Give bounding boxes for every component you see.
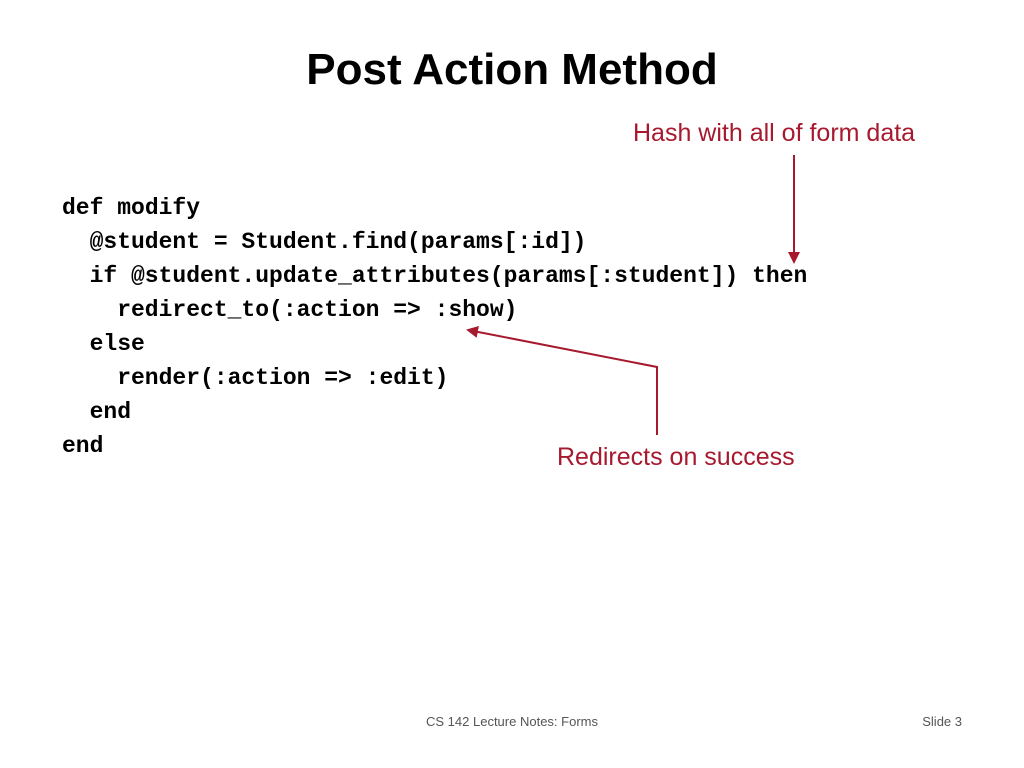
code-text: end (89, 399, 132, 425)
footer-slide-number: Slide 3 (922, 714, 962, 729)
code-text: end (62, 433, 104, 459)
code-line: end (62, 395, 807, 429)
slide-title: Post Action Method (306, 45, 718, 94)
code-text: redirect_to(:action => :show) (117, 297, 518, 323)
code-line: render(:action => :edit) (62, 361, 807, 395)
code-line: @student = Student.find(params[:id]) (62, 225, 807, 259)
code-text: def modify (62, 195, 201, 221)
code-line: def modify (62, 191, 807, 225)
code-block: def modify @student = Student.find(param… (62, 191, 807, 463)
code-text: else (89, 331, 145, 357)
annotation-redirects-on-success: Redirects on success (557, 443, 795, 471)
code-text: render(:action => :edit) (117, 365, 449, 391)
code-line: if @student.update_attributes(params[:st… (62, 259, 808, 293)
code-text: @student = Student.find(params[:id]) (89, 229, 587, 255)
footer-course-title: CS 142 Lecture Notes: Forms (426, 714, 598, 729)
annotation-form-data-hash: Hash with all of form data (633, 119, 916, 147)
code-text: if @student.update_attributes(params[:st… (89, 263, 808, 289)
code-line: else (62, 327, 807, 361)
code-line: redirect_to(:action => :show) (62, 293, 807, 327)
code-line: end (62, 429, 807, 463)
